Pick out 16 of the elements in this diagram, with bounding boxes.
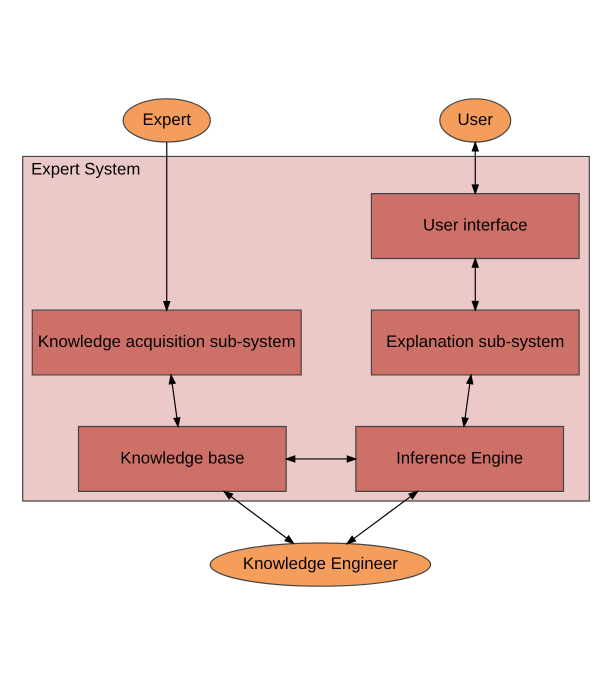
arrow xyxy=(222,490,295,544)
node-box: User interface xyxy=(370,192,580,259)
arrow xyxy=(162,142,171,312)
arrow xyxy=(346,490,419,544)
arrow xyxy=(461,372,474,428)
arrow xyxy=(471,256,480,312)
node-box: Explanation sub-system xyxy=(370,308,580,376)
arrow xyxy=(284,454,358,462)
node-box: Knowledge base xyxy=(78,425,287,492)
node-ellipse: User xyxy=(439,98,512,142)
node-ellipse: Expert xyxy=(122,98,211,142)
arrow xyxy=(168,372,181,428)
node-box: Knowledge acquisition sub-system xyxy=(32,308,302,376)
node-ellipse: Knowledge Engineer xyxy=(210,542,432,586)
node-box: Inference Engine xyxy=(355,425,564,492)
arrow xyxy=(471,140,480,195)
